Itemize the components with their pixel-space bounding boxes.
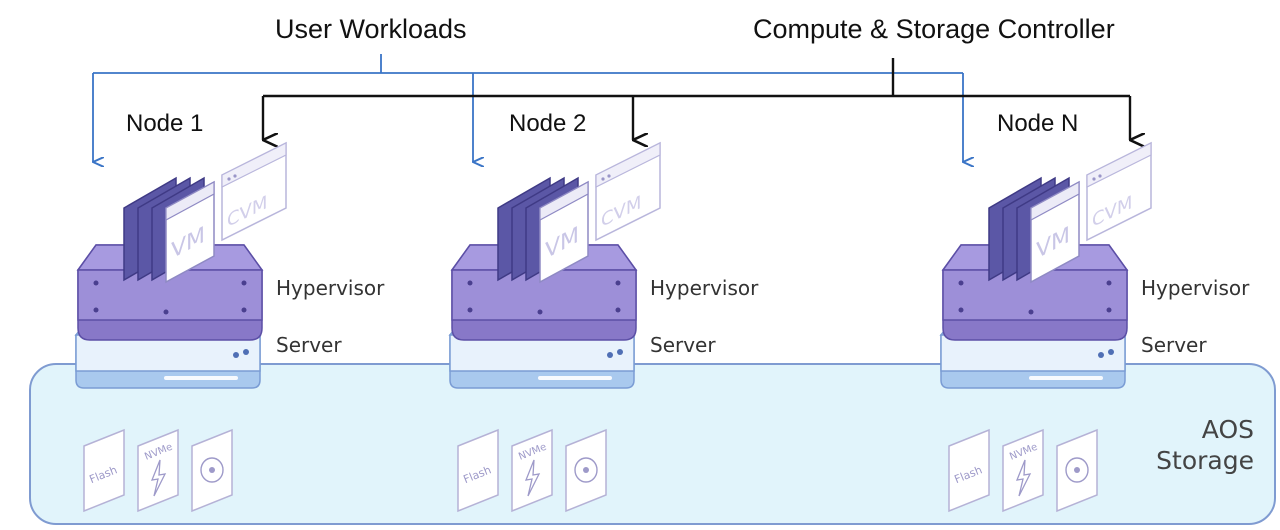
node-2-title: Node 2 — [509, 110, 587, 137]
node-n-disk-hdd-icon — [1056, 428, 1098, 513]
node-2-vm-icon: VM — [497, 176, 589, 284]
node-n-server-label: Server — [1141, 333, 1207, 357]
node-1-disk-flash-icon: Flash — [83, 428, 125, 513]
node-1-title: Node 1 — [126, 110, 204, 137]
node-2-cvm-icon: CVM — [595, 141, 661, 242]
node-n-hypervisor-label: Hypervisor — [1141, 276, 1250, 300]
node-1-vm-icon: VM — [123, 176, 215, 284]
node-2-hypervisor-label: Hypervisor — [650, 276, 759, 300]
controller-label: Compute & Storage Controller — [753, 14, 1115, 44]
node-n-title: Node N — [997, 110, 1079, 137]
node-2-disk-flash-icon: Flash — [457, 428, 499, 513]
controller-connectors — [261, 58, 1130, 140]
node-n-cvm-icon: CVM — [1086, 141, 1152, 242]
aos-label-line-1: AOS — [1201, 415, 1254, 444]
node-1-disk-nvme-icon: NVMe — [137, 428, 179, 513]
node-2-disk-hdd-icon — [565, 428, 607, 513]
node-1-disk-hdd-icon — [191, 428, 233, 513]
aos-label-line-2: Storage — [1156, 446, 1254, 475]
aos-storage-label: AOS Storage — [1156, 414, 1254, 476]
user-workloads-label: User Workloads — [275, 14, 467, 44]
node-2-disk-nvme-icon: NVMe — [511, 428, 553, 513]
node-n-vm-icon: VM — [988, 176, 1080, 284]
node-n-disk-flash-icon: Flash — [948, 428, 990, 513]
node-n-disk-nvme-icon: NVMe — [1002, 428, 1044, 513]
node-1-server-label: Server — [276, 333, 342, 357]
user-workload-connectors — [93, 54, 963, 162]
node-2-server-label: Server — [650, 333, 716, 357]
node-1-hypervisor-label: Hypervisor — [276, 276, 385, 300]
node-1-cvm-icon: CVM — [221, 141, 287, 242]
